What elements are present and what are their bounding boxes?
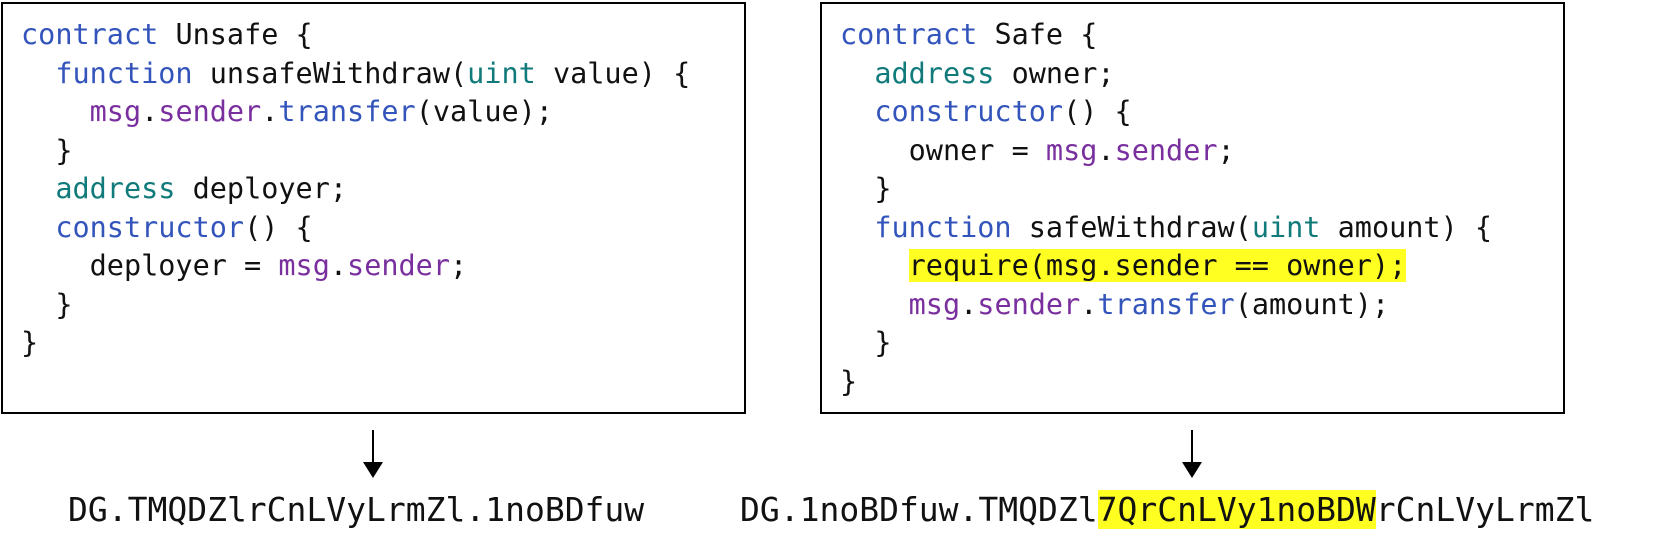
code-line: msg.sender.transfer(amount); [840,286,1492,325]
unsafe-contract-encoding: DG.TMQDZlrCnLVyLrmZl.1noBDfuw [68,488,644,532]
code-token: . [960,287,978,321]
code-token: msg [1045,133,1098,167]
code-line: contract Unsafe { [21,16,690,55]
unsafe-contract-code-box: contract Unsafe { function unsafeWithdra… [1,2,746,414]
code-token: deployer = [21,249,279,282]
encoding-segment: DG.1noBDfuw.TMQDZl [740,490,1098,529]
code-token: sender [158,95,262,128]
unsafe-contract-code: contract Unsafe { function unsafeWithdra… [21,16,690,363]
code-token: transfer [1097,287,1235,321]
highlighted-encoding-segment: 7QrCnLVy1noBDW [1097,490,1376,529]
code-line: constructor() { [21,209,690,248]
code-token: . [141,95,159,128]
code-token: . [329,249,348,282]
code-token: . [261,95,279,128]
code-line: deployer = msg.sender; [21,247,690,286]
code-token: (amount); [1234,287,1390,321]
code-token: sender [977,287,1081,321]
code-token [21,211,55,244]
code-token: ; [450,249,468,282]
code-token: uint [467,56,536,90]
code-token: amount) { [1320,210,1493,244]
code-token [21,95,90,128]
code-line: msg.sender.transfer(value); [21,93,690,132]
highlighted-code-token: require(msg.sender == owner); [908,249,1407,282]
code-token [840,95,874,128]
code-token: owner; [994,56,1115,90]
code-line: address deployer; [21,170,690,209]
code-line: } [840,324,1492,363]
code-line: } [840,170,1492,209]
code-token [840,57,874,90]
code-token: function [874,210,1012,244]
code-token: msg [908,287,961,321]
code-token: function [55,56,193,90]
code-token [840,288,909,321]
code-token: unsafeWithdraw( [192,56,468,90]
code-token: } [840,326,892,359]
code-token: constructor [874,95,1064,128]
code-token [21,57,55,90]
code-token: contract [21,18,159,51]
code-token: msg [89,95,142,128]
code-line: } [21,324,690,363]
code-line: } [21,286,690,325]
code-token [840,249,909,282]
code-token: address [55,172,176,205]
code-token: . [1097,133,1115,167]
code-token: () { [244,210,313,244]
code-token: . [1080,287,1098,321]
code-token: sender [1114,133,1218,167]
code-token: } [840,172,892,205]
code-token: owner = [840,133,1046,167]
code-line: require(msg.sender == owner); [840,247,1492,286]
code-token [840,211,874,244]
code-token: sender [347,249,450,282]
code-line: constructor() { [840,93,1492,132]
code-token: deployer; [175,172,348,205]
code-line: function safeWithdraw(uint amount) { [840,209,1492,248]
code-token: value) { [535,56,691,90]
code-line: function unsafeWithdraw(uint value) { [21,55,690,94]
code-line: } [21,132,690,171]
code-token: transfer [278,95,416,128]
code-token: uint [1251,210,1321,244]
code-token: constructor [55,210,245,244]
code-token: ; [1217,133,1235,167]
safe-contract-code: contract Safe { address owner; construct… [840,16,1492,401]
code-token: address [874,56,995,90]
encoding-segment: rCnLVyLrmZl [1375,490,1595,529]
code-line: } [840,363,1492,402]
code-line: address owner; [840,55,1492,94]
code-token: () { [1063,95,1132,128]
safe-contract-encoding: DG.1noBDfuw.TMQDZl7QrCnLVy1noBDWrCnLVyLr… [740,488,1594,532]
code-token: } [21,287,73,321]
down-arrow-icon [363,430,383,478]
encoding-segment: DG.TMQDZlrCnLVyLrmZl.1noBDfuw [68,490,645,529]
code-token: msg [278,249,330,282]
code-token [21,172,55,205]
code-line: owner = msg.sender; [840,132,1492,171]
code-token: } [21,326,39,359]
code-token: } [21,133,73,167]
code-line: contract Safe { [840,16,1492,55]
code-token: safeWithdraw( [1011,210,1252,244]
code-token: contract [840,18,978,51]
code-token: } [840,364,858,398]
code-token: (value); [415,95,553,128]
code-token: Safe { [977,18,1098,51]
down-arrow-icon [1182,430,1202,478]
code-token: Unsafe { [158,18,313,51]
safe-contract-code-box: contract Safe { address owner; construct… [820,2,1565,414]
